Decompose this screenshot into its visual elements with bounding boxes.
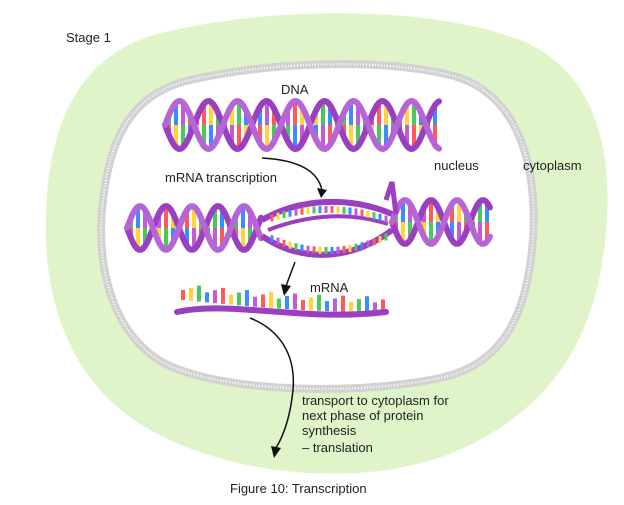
mrna-backbone (174, 305, 389, 318)
dna-label: DNA (281, 82, 309, 97)
transport-label-line4: – translation (302, 440, 373, 455)
transport-label-line3: synthesis (302, 423, 357, 438)
figure-caption: Figure 10: Transcription (230, 481, 367, 496)
mrna-transcription-label: mRNA transcription (165, 170, 277, 185)
dna-open-strand (383, 181, 399, 215)
transport-label-line1: transport to cytoplasm for (302, 393, 449, 408)
dna-open-strand (260, 198, 394, 223)
arrow-icon (249, 317, 295, 449)
arrow-icon (281, 284, 291, 296)
mrna-strand (174, 285, 389, 318)
dna-unwinding-helix (124, 181, 493, 258)
arrow-icon (261, 157, 323, 191)
dna-backbone (124, 203, 264, 253)
stage-label: Stage 1 (66, 30, 111, 45)
dna-backbone (124, 203, 264, 253)
dna-backbone (162, 97, 442, 153)
dna-backbone (162, 97, 442, 153)
arrow-icon (317, 188, 327, 198)
transport-label-line2: next phase of protein (302, 408, 424, 423)
mrna-label: mRNA (310, 280, 349, 295)
mrna-forming (267, 214, 389, 232)
arrow-icon (271, 446, 281, 458)
nucleus-label: nucleus (434, 158, 479, 173)
dna-double-helix (162, 97, 442, 153)
dna-backbone (389, 197, 493, 247)
dna-backbone (389, 197, 493, 247)
dna-open-strand (260, 227, 394, 258)
arrow-icon (285, 261, 296, 287)
nucleus-membrane-inner (100, 63, 535, 390)
cytoplasm-label: cytoplasm (523, 158, 582, 173)
